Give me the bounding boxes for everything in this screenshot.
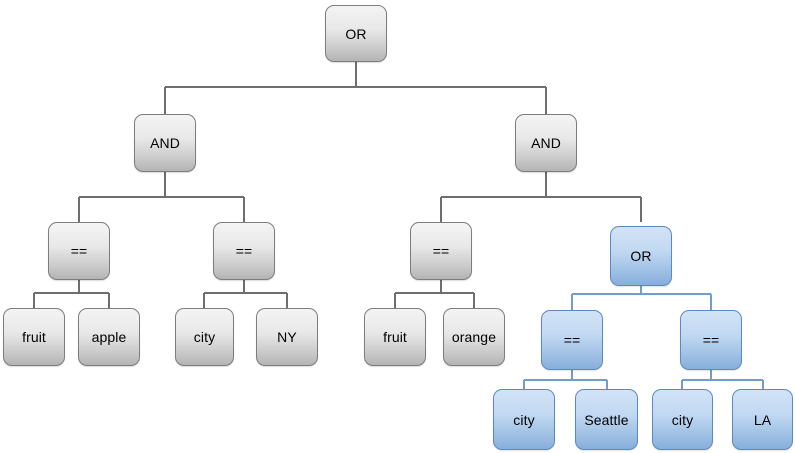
tree-node-leaf-city-3[interactable]: city	[652, 389, 713, 450]
tree-node-label: LA	[753, 411, 772, 428]
edge-eq-2	[203, 280, 288, 308]
tree-node-leaf-city-1[interactable]: city	[175, 308, 234, 366]
edge-root	[164, 62, 547, 114]
tree-node-root[interactable]: OR	[325, 5, 387, 62]
tree-node-leaf-fruit-2[interactable]: fruit	[364, 308, 426, 366]
edge-and-left	[78, 172, 245, 222]
tree-node-eq-3[interactable]: ==	[410, 222, 472, 280]
tree-node-eq-1[interactable]: ==	[48, 222, 110, 280]
tree-node-label: fruit	[383, 329, 407, 345]
tree-node-leaf-city-2[interactable]: city	[493, 389, 555, 450]
tree-node-eq-blue-2[interactable]: ==	[680, 310, 742, 370]
tree-node-label: city	[671, 411, 694, 428]
tree-node-leaf-seattle[interactable]: Seattle	[575, 389, 638, 450]
tree-node-label: ==	[235, 243, 253, 259]
tree-node-and-left[interactable]: AND	[134, 114, 196, 172]
tree-node-label: AND	[531, 135, 561, 151]
tree-node-label: OR	[345, 25, 367, 42]
tree-node-label: Seattle	[584, 411, 629, 428]
tree-node-label: city	[513, 411, 535, 428]
tree-node-leaf-orange[interactable]: orange	[443, 308, 505, 366]
tree-node-label: ==	[432, 243, 450, 259]
tree-node-label: NY	[277, 329, 297, 345]
tree-node-or-inner[interactable]: OR	[610, 226, 672, 286]
tree-node-label: ==	[563, 332, 581, 348]
edge-eq-blue-2	[681, 370, 764, 389]
tree-node-leaf-ny[interactable]: NY	[256, 308, 318, 366]
tree-node-label: ==	[70, 243, 88, 259]
tree-node-eq-blue-1[interactable]: ==	[541, 310, 603, 370]
tree-node-label: orange	[451, 329, 497, 345]
tree-node-and-right[interactable]: AND	[515, 114, 577, 172]
tree-node-eq-2[interactable]: ==	[213, 222, 275, 280]
edge-and-right	[440, 172, 642, 222]
tree-node-leaf-la[interactable]: LA	[732, 389, 793, 450]
tree-node-leaf-fruit-1[interactable]: fruit	[3, 308, 65, 366]
edge-eq-3	[394, 280, 475, 308]
edge-eq-1	[33, 280, 110, 308]
tree-node-label: city	[193, 329, 216, 345]
tree-node-label: AND	[150, 135, 180, 151]
tree-node-label: ==	[702, 332, 720, 348]
edge-eq-blue-1	[523, 370, 608, 389]
edge-or-inner	[571, 286, 712, 310]
tree-node-label: fruit	[22, 329, 46, 345]
tree-node-leaf-apple[interactable]: apple	[78, 308, 140, 366]
tree-node-label: OR	[630, 248, 652, 264]
tree-node-label: apple	[91, 329, 127, 345]
